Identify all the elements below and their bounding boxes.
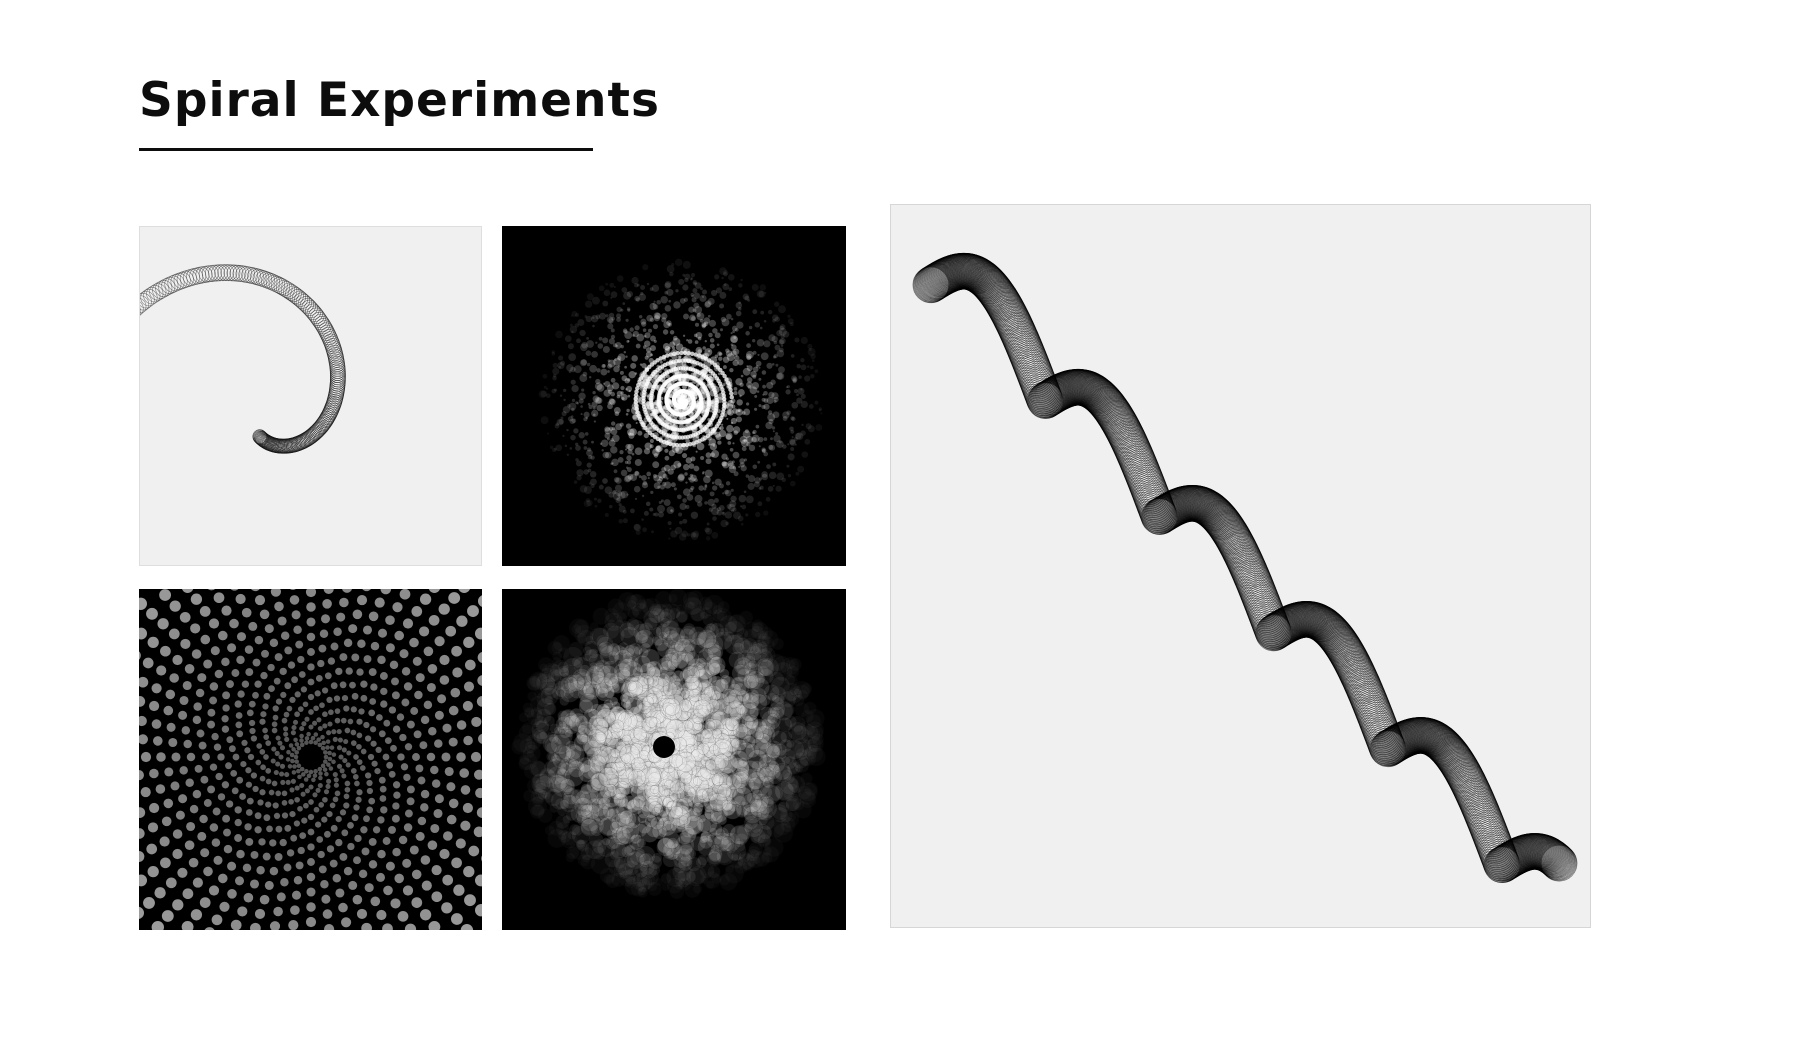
spiral-thumbnail-4[interactable] [502, 589, 846, 930]
spiral-thumbnail-1[interactable] [139, 226, 482, 566]
dot-spiral-image [538, 258, 823, 541]
wavy-tube-image [912, 252, 1578, 883]
spiral-feature-image[interactable] [890, 204, 1591, 928]
title-underline [139, 148, 593, 151]
spiral-thumbnail-2[interactable] [502, 226, 846, 566]
page-header: Spiral Experiments [139, 73, 660, 128]
radial-dots-image [139, 589, 482, 930]
tube-spiral-image [140, 264, 346, 454]
spiral-thumbnail-3[interactable] [139, 589, 482, 930]
dot-cloud-image [511, 589, 827, 900]
page-title: Spiral Experiments [139, 73, 660, 128]
